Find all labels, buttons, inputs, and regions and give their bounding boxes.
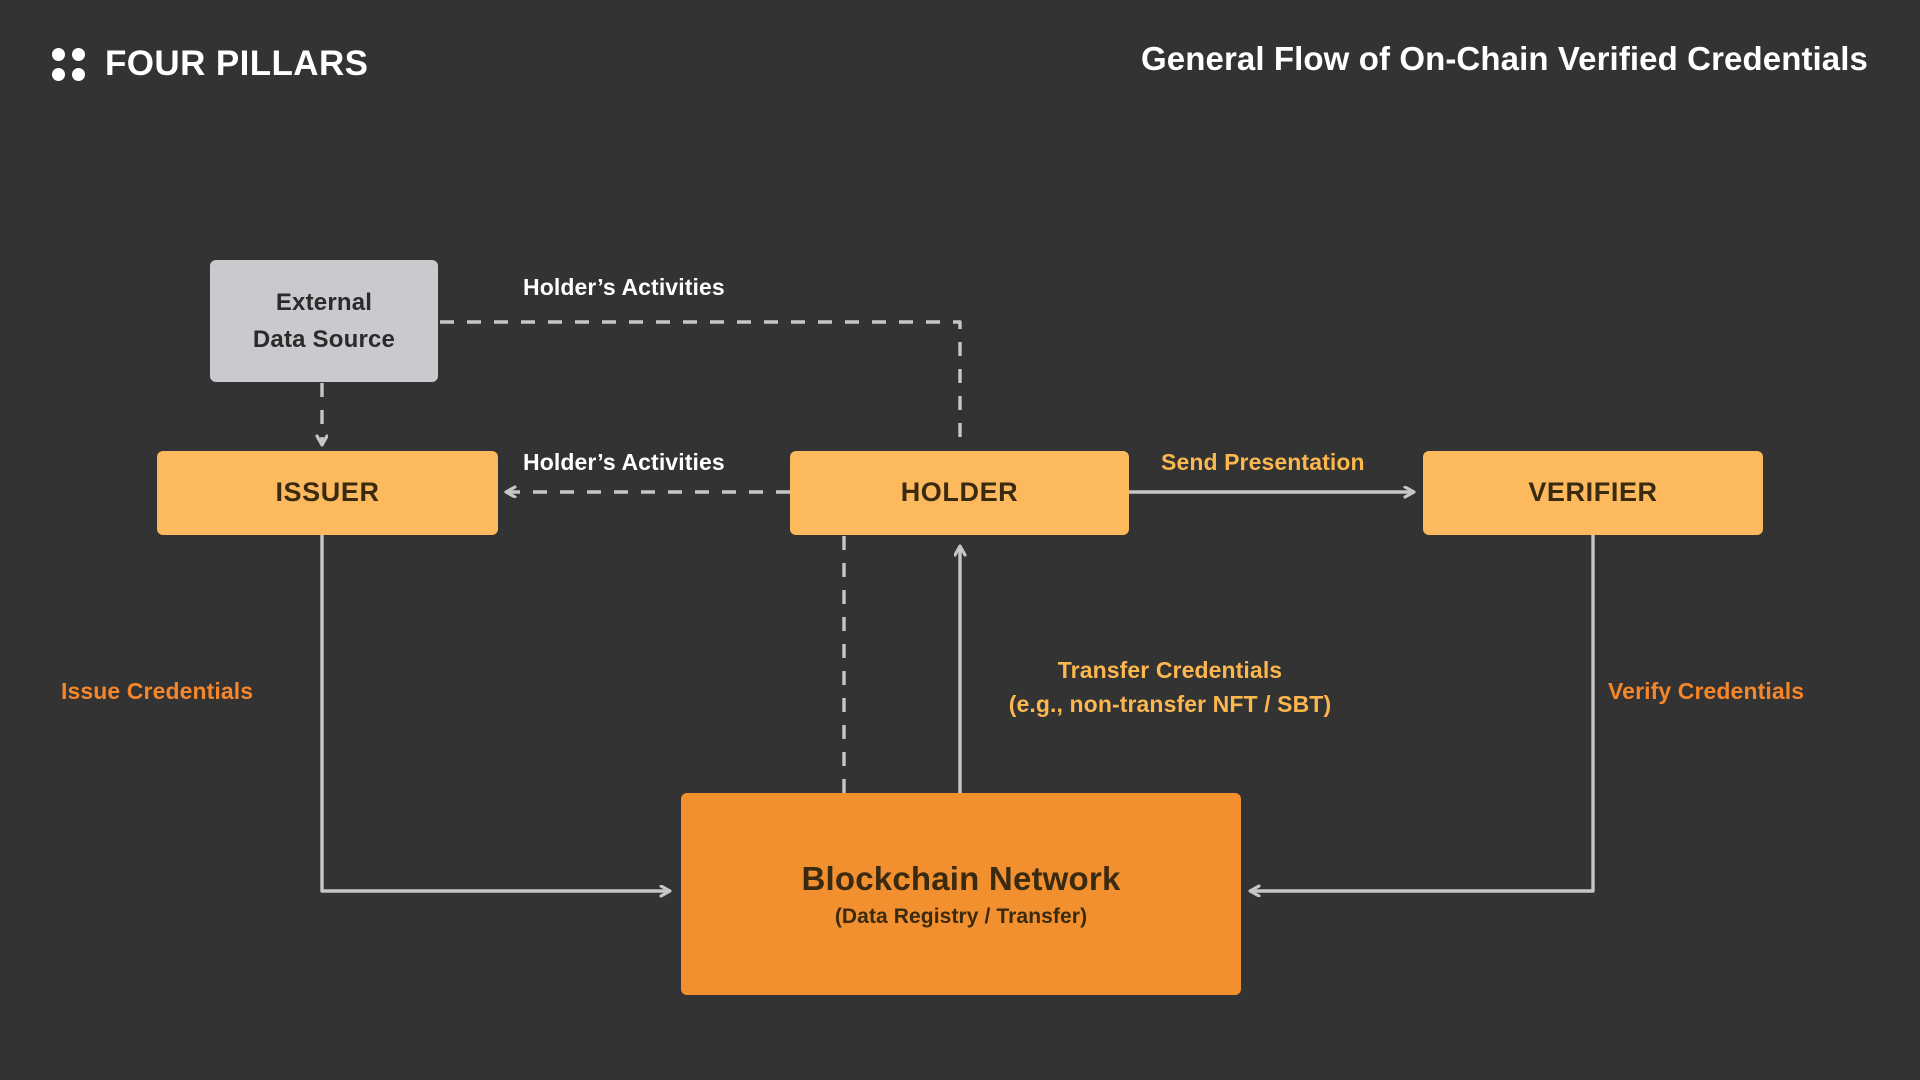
brand-logo: FOUR PILLARS: [52, 40, 368, 88]
label-transfer-credentials: Transfer Credentials (e.g., non-transfer…: [980, 653, 1360, 721]
brand-name: FOUR PILLARS: [105, 44, 369, 83]
label-holders-activities-top: Holder’s Activities: [523, 274, 725, 300]
label-holders-activities-mid: Holder’s Activities: [523, 449, 725, 475]
node-blockchain-title: Blockchain Network: [801, 859, 1121, 897]
edge-external-to-holder: [440, 320, 962, 448]
page-title: General Flow of On-Chain Verified Creden…: [1141, 40, 1868, 77]
node-external-label-line2: Data Source: [252, 326, 396, 353]
label-issue-credentials: Issue Credentials: [61, 678, 254, 704]
node-blockchain-subtitle: (Data Registry / Transfer): [834, 904, 1088, 928]
node-external-label-line1: External: [275, 288, 373, 316]
four-dots-icon: [52, 47, 85, 81]
node-holder-label: HOLDER: [900, 477, 1019, 508]
label-transfer-credentials-line1: Transfer Credentials: [1057, 657, 1283, 683]
label-send-presentation: Send Presentation: [1161, 449, 1365, 475]
node-issuer-label: ISSUER: [275, 477, 380, 508]
edge-issuer-to-blockchain: [320, 535, 670, 891]
node-holder[interactable]: HOLDER: [790, 451, 1129, 535]
node-external-data-source[interactable]: External Data Source: [210, 260, 438, 382]
node-issuer[interactable]: ISSUER: [157, 451, 498, 535]
node-blockchain-network[interactable]: Blockchain Network (Data Registry / Tran…: [681, 793, 1241, 995]
node-verifier-label: VERIFIER: [1528, 477, 1658, 508]
node-verifier[interactable]: VERIFIER: [1423, 451, 1763, 535]
edge-verifier-to-blockchain: [1250, 535, 1595, 891]
label-verify-credentials: Verify Credentials: [1608, 678, 1805, 704]
label-transfer-credentials-line2: (e.g., non-transfer NFT / SBT): [1008, 691, 1332, 718]
